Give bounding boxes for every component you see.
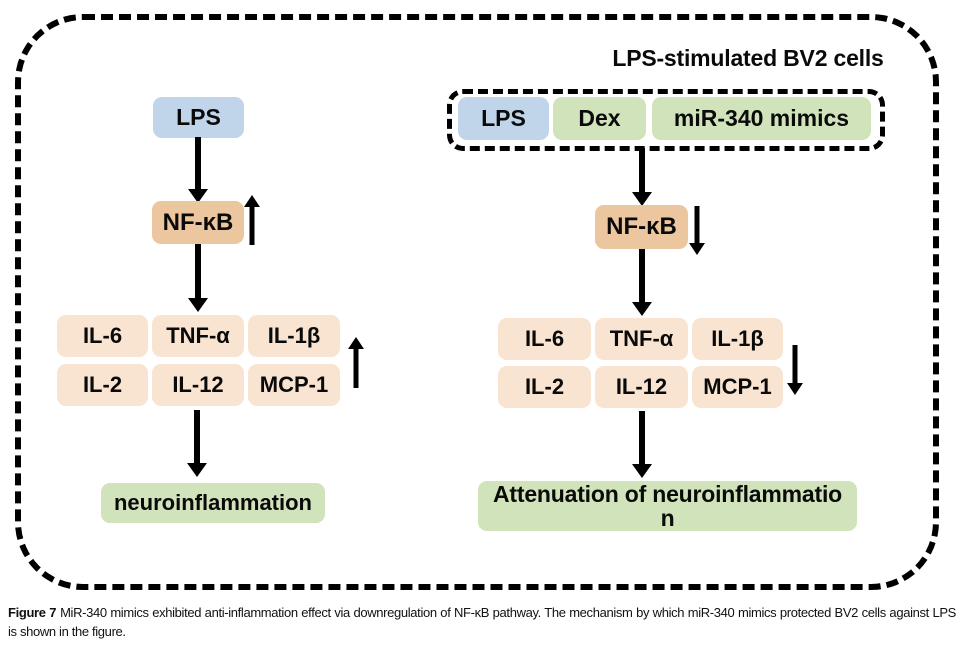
figure-caption-body: MiR-340 mimics exhibited anti-inflammati… <box>8 605 956 639</box>
cytokine-box-mcp1-right: MCP-1 <box>692 366 783 408</box>
cytokine-box-il6-left: IL-6 <box>57 315 148 357</box>
cytokine-box-il2-right: IL-2 <box>498 366 591 408</box>
arrow-head-icon <box>632 302 652 316</box>
arrow-shaft <box>194 410 200 465</box>
nfkb-increase-arrow-icon <box>243 195 261 245</box>
cytokine-box-il12-left: IL-12 <box>152 364 244 406</box>
arrow-head-icon <box>187 463 207 477</box>
lps-box-right: LPS <box>458 97 549 140</box>
lps-box-left: LPS <box>153 97 244 138</box>
nfkb-box-right: NF-κB <box>595 205 688 249</box>
nfkb-box-left: NF-κB <box>152 201 244 244</box>
arrow-nfkb-to-cytokines-right <box>632 249 652 316</box>
cell-boundary-dashed-border <box>15 14 939 590</box>
arrow-shaft <box>639 148 645 194</box>
figure-caption-label: Figure 7 <box>8 605 57 620</box>
attenuation-box: Attenuation of neuroinflammatio n <box>478 481 857 531</box>
arrow-head-icon <box>689 243 705 255</box>
treatment-group-dashed-box <box>447 89 885 151</box>
arrow-head-icon <box>244 195 260 207</box>
arrow-shaft <box>249 205 255 245</box>
arrow-cytokines-to-outcome-left <box>187 410 207 477</box>
dex-box: Dex <box>553 97 646 140</box>
arrow-shaft <box>353 347 359 388</box>
arrow-lps-to-nfkb-left <box>188 137 208 203</box>
cytokine-box-il1b-right: IL-1β <box>692 318 783 360</box>
arrow-head-icon <box>188 298 208 312</box>
cytokines-decrease-arrow-icon <box>786 345 804 395</box>
arrow-shaft <box>195 244 201 300</box>
mir340-mimics-box: miR-340 mimics <box>652 97 871 140</box>
arrow-shaft <box>639 249 645 304</box>
cytokine-box-tnfa-right: TNF-α <box>595 318 688 360</box>
arrow-shaft <box>694 206 700 245</box>
arrow-shaft <box>639 411 645 466</box>
neuroinflammation-box: neuroinflammation <box>101 483 325 523</box>
arrow-head-icon <box>632 192 652 206</box>
cytokine-box-il6-right: IL-6 <box>498 318 591 360</box>
arrow-shaft <box>195 137 201 191</box>
nfkb-decrease-arrow-icon <box>688 206 706 255</box>
arrow-head-icon <box>632 464 652 478</box>
arrow-head-icon <box>348 337 364 349</box>
attenuation-label-line1: Attenuation of neuroinflammatio <box>492 480 842 507</box>
arrow-cytokines-to-outcome-right <box>632 411 652 478</box>
cytokine-box-il1b-left: IL-1β <box>248 315 340 357</box>
cytokine-box-mcp1-left: MCP-1 <box>248 364 340 406</box>
cytokines-increase-arrow-icon <box>347 337 365 388</box>
arrow-head-icon <box>787 383 803 395</box>
cytokine-box-il12-right: IL-12 <box>595 366 688 408</box>
attenuation-label-line2: n <box>660 505 675 531</box>
arrow-nfkb-to-cytokines-left <box>188 244 208 312</box>
arrow-shaft <box>792 345 798 385</box>
panel-title: LPS-stimulated BV2 cells <box>612 45 884 71</box>
cytokine-box-tnfa-left: TNF-α <box>152 315 244 357</box>
cytokine-box-il2-left: IL-2 <box>57 364 148 406</box>
arrow-treatments-to-nfkb <box>632 148 652 206</box>
arrow-head-icon <box>188 189 208 203</box>
